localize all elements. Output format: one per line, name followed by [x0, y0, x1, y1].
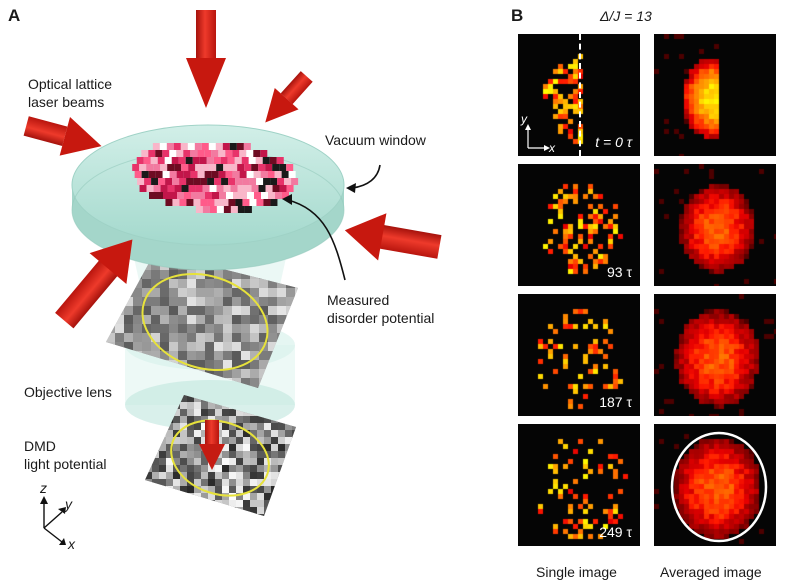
label-measured: Measured	[327, 292, 390, 308]
disorder-pattern	[132, 143, 299, 213]
label-optical-lattice-1: Optical lattice	[28, 76, 113, 92]
time-label-1: 93 τ	[607, 264, 632, 280]
panel-a-letter: A	[8, 6, 21, 25]
averaged-image-3	[654, 424, 776, 546]
single-image-2	[518, 294, 640, 416]
tile-axis-y: y	[521, 112, 527, 126]
averaged-image-2	[654, 294, 776, 416]
tile-axis-x: x	[549, 141, 555, 155]
axis-x-label: x	[68, 536, 75, 552]
column-label-averaged: Averaged image	[660, 564, 762, 580]
averaged-image-1	[654, 164, 776, 286]
panel-a-illustration	[23, 10, 442, 545]
single-image-3	[518, 424, 640, 546]
label-disorder-potential: disorder potential	[327, 310, 435, 326]
dashed-divider	[579, 34, 581, 156]
time-label-3: 249 τ	[599, 524, 632, 540]
time-label-2: 187 τ	[599, 394, 632, 410]
label-light-potential: light potential	[24, 456, 107, 472]
dmd-ring	[170, 419, 270, 497]
disorder-pointer	[287, 199, 346, 281]
label-objective-lens: Objective lens	[24, 384, 112, 400]
label-dmd: DMD	[24, 438, 56, 454]
axis-y-label: y	[65, 496, 72, 512]
lattice-beam-top-right	[265, 71, 313, 123]
dmd-arrow-icon	[199, 420, 225, 470]
label-optical-lattice-2: laser beams	[28, 94, 105, 110]
axis-z-label: z	[40, 480, 47, 496]
lattice-beam-bottom-left	[55, 239, 133, 329]
column-label-single: Single image	[536, 564, 617, 580]
lattice-beam-right	[344, 213, 442, 261]
averaged-image-0	[654, 34, 776, 156]
disorder-ring	[141, 272, 269, 372]
panel-b-header: Δ/J = 13	[600, 8, 652, 24]
axes-icon	[40, 496, 66, 545]
time-label-0: t = 0 τ	[595, 134, 632, 150]
single-image-1	[518, 164, 640, 286]
vacuum-window-pointer	[351, 164, 381, 189]
lattice-beam-top	[186, 10, 226, 108]
label-vacuum-window: Vacuum window	[325, 132, 426, 148]
panel-b-letter: B	[511, 6, 524, 25]
